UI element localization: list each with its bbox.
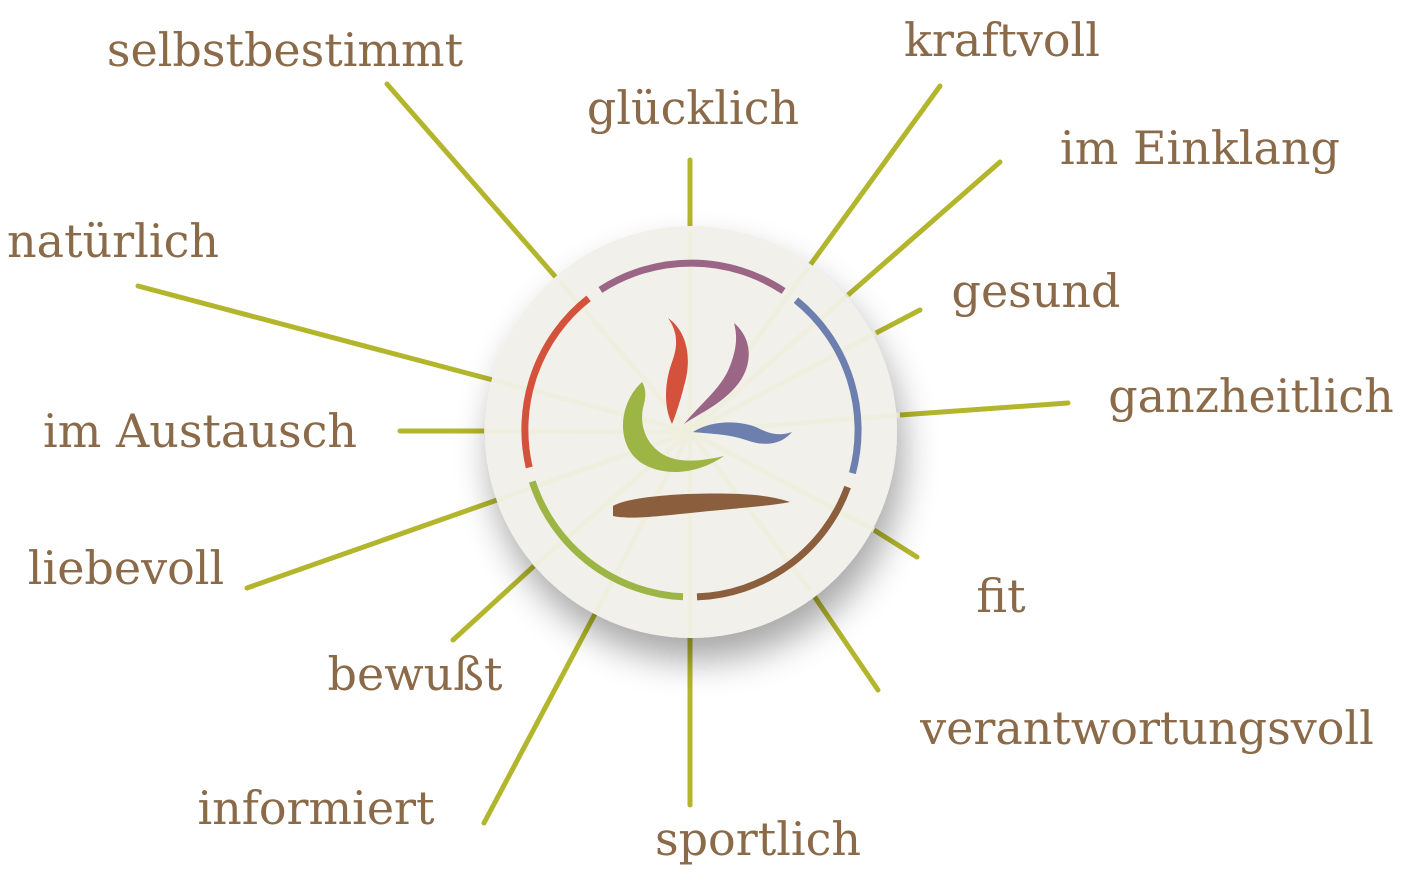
blue-wave-stroke <box>693 422 792 444</box>
ring-arc-green <box>528 480 684 601</box>
ring-arc-purple <box>598 259 786 294</box>
word-kraftvoll: kraftvoll <box>904 13 1100 67</box>
purple-flame-stroke <box>684 323 749 424</box>
word-liebevoll: liebevoll <box>28 541 224 595</box>
word-natuerlich: natürlich <box>7 214 219 268</box>
word-verantwortungsvoll: verantwortungsvoll <box>919 701 1374 755</box>
word-informiert: informiert <box>197 781 435 835</box>
spoke-kraftvoll <box>805 83 943 271</box>
word-sportlich: sportlich <box>655 812 861 866</box>
words: selbstbestimmt glücklich kraftvoll im Ei… <box>7 13 1394 866</box>
word-im-austausch: im Austausch <box>43 404 357 458</box>
spoke-verantwortungsvoll <box>807 587 881 693</box>
green-curve-stroke <box>622 382 724 473</box>
spoke-natuerlich <box>135 283 496 383</box>
word-gluecklich: glücklich <box>587 81 799 135</box>
brown-base-stroke <box>613 493 790 518</box>
spoke-fit <box>871 527 920 560</box>
ring-arc-brown <box>696 485 851 601</box>
spoke-liebevoll <box>244 497 500 591</box>
word-selbstbestimmt: selbstbestimmt <box>107 23 464 77</box>
word-im-einklang: im Einklang <box>1060 121 1340 175</box>
red-flame-stroke <box>666 318 688 424</box>
color-ring <box>521 259 862 601</box>
ring-arc-blue <box>793 297 862 475</box>
spoke-im-einklang <box>845 159 1003 298</box>
spoke-gesund <box>873 307 923 336</box>
word-bewusst: bewußt <box>328 647 503 701</box>
flame-brushstroke-logo <box>613 318 792 518</box>
word-ganzheitlich: ganzheitlich <box>1108 369 1394 423</box>
spoke-selbstbestimmt <box>384 81 563 285</box>
word-fit: fit <box>976 569 1026 623</box>
spoke-informiert <box>481 609 599 826</box>
ring-arc-red <box>521 295 591 469</box>
spoke-bewusst <box>450 563 537 643</box>
spoke-ganzheitlich <box>897 400 1071 418</box>
word-gesund: gesund <box>952 264 1121 318</box>
spokes <box>135 81 1071 826</box>
